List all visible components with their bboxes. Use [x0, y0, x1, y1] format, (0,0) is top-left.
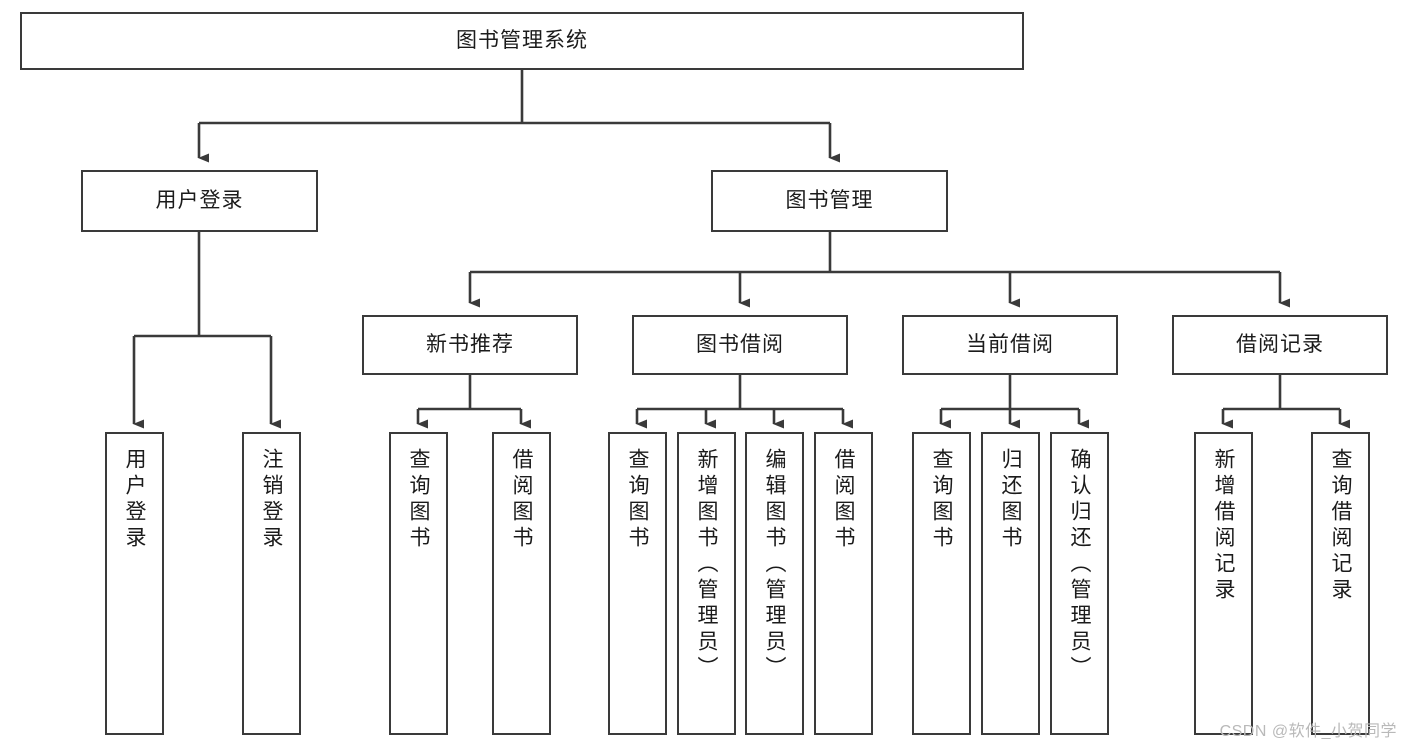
node-new-book-recommend[interactable]: 新书推荐: [362, 315, 578, 375]
node-label: 查询图书: [626, 448, 649, 552]
node-label: 注销登录: [260, 448, 283, 552]
node-label: 借阅图书: [832, 448, 855, 552]
node-label: 归还图书: [999, 448, 1022, 552]
node-label: 编辑图书（管理员）: [763, 448, 786, 682]
node-label: 查询图书: [407, 448, 430, 552]
leaf-new-book-query[interactable]: 查询图书: [389, 432, 448, 735]
leaf-current-borrow-return[interactable]: 归还图书: [981, 432, 1040, 735]
leaf-book-borrow-edit[interactable]: 编辑图书（管理员）: [745, 432, 804, 735]
leaf-borrow-record-query[interactable]: 查询借阅记录: [1311, 432, 1370, 735]
node-label: 新书推荐: [426, 332, 514, 356]
node-label: 查询图书: [930, 448, 953, 552]
leaf-book-borrow-add[interactable]: 新增图书（管理员）: [677, 432, 736, 735]
node-label: 用户登录: [155, 188, 244, 212]
node-borrow-record[interactable]: 借阅记录: [1172, 315, 1388, 375]
leaf-book-borrow-borrow[interactable]: 借阅图书: [814, 432, 873, 735]
node-label: 图书借阅: [696, 332, 784, 356]
node-label: 查询借阅记录: [1329, 448, 1352, 604]
node-label: 图书管理: [785, 188, 874, 212]
node-label: 新增图书（管理员）: [695, 448, 718, 682]
node-label: 当前借阅: [966, 332, 1054, 356]
node-label: 图书管理系统: [456, 28, 588, 52]
csdn-watermark: CSDN @软件_小贺同学: [1219, 723, 1397, 740]
leaf-new-book-borrow[interactable]: 借阅图书: [492, 432, 551, 735]
leaf-current-borrow-confirm-return[interactable]: 确认归还（管理员）: [1050, 432, 1109, 735]
leaf-borrow-record-add[interactable]: 新增借阅记录: [1194, 432, 1253, 735]
node-label: 借阅图书: [510, 448, 533, 552]
node-book-management[interactable]: 图书管理: [711, 170, 948, 232]
node-label: 确认归还（管理员）: [1068, 448, 1091, 682]
leaf-user-login-logout[interactable]: 注销登录: [242, 432, 301, 735]
node-label: 借阅记录: [1236, 332, 1324, 356]
node-label: 用户登录: [123, 448, 146, 552]
node-current-borrow[interactable]: 当前借阅: [902, 315, 1118, 375]
leaf-user-login-login[interactable]: 用户登录: [105, 432, 164, 735]
node-user-login[interactable]: 用户登录: [81, 170, 318, 232]
leaf-book-borrow-query[interactable]: 查询图书: [608, 432, 667, 735]
node-book-borrow[interactable]: 图书借阅: [632, 315, 848, 375]
node-root-system[interactable]: 图书管理系统: [20, 12, 1024, 70]
leaf-current-borrow-query[interactable]: 查询图书: [912, 432, 971, 735]
node-label: 新增借阅记录: [1212, 448, 1235, 604]
